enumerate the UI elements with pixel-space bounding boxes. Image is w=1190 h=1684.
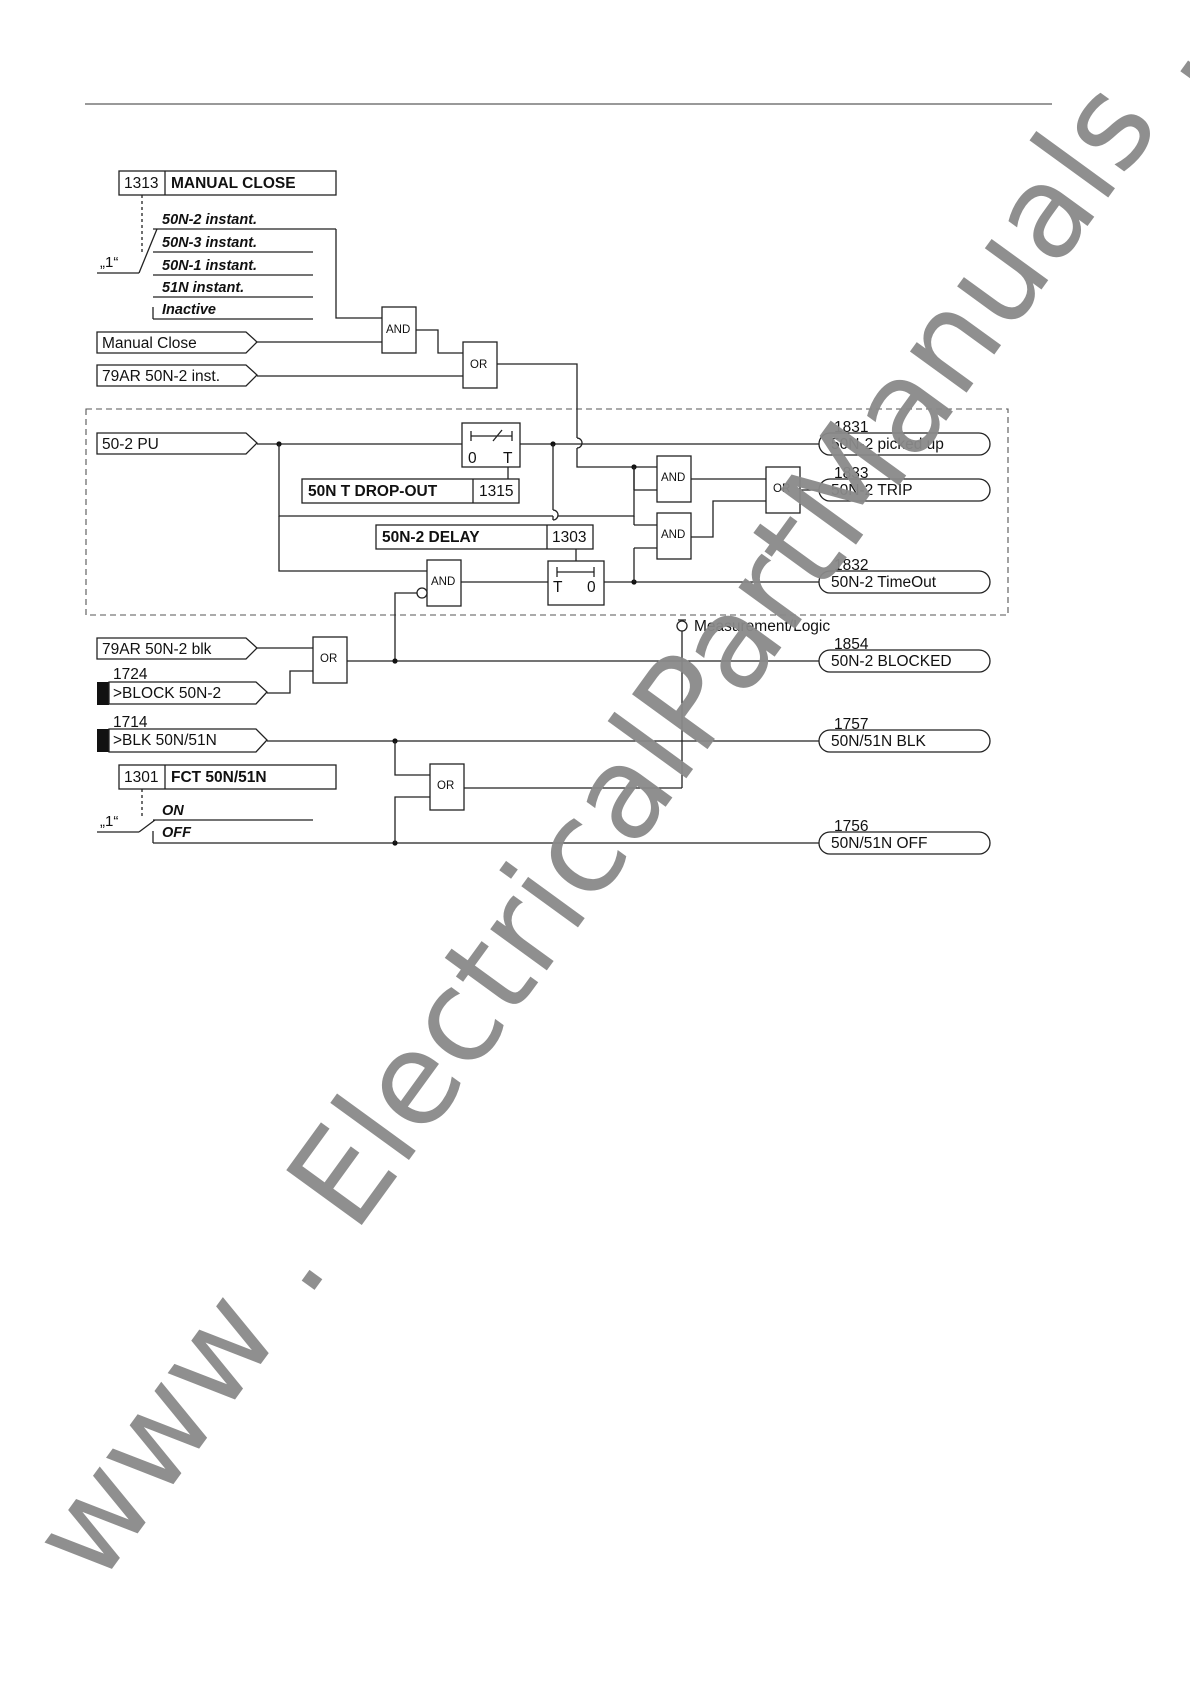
- default-marker-function: „1“: [100, 813, 118, 830]
- setting-delay[interactable]: 50N-2 DELAY 1303: [375, 524, 594, 550]
- timer-dropout-right: T: [503, 450, 513, 467]
- setting-dropout-address: 1315: [479, 483, 513, 500]
- input-manual-close-label: Manual Close: [102, 335, 197, 352]
- setting-manual-close-title: MANUAL CLOSE: [171, 175, 296, 192]
- setting-function-title: FCT 50N/51N: [171, 769, 267, 786]
- input-50-2-pu-label: 50-2 PU: [102, 436, 159, 453]
- gate-or-block-label: OR: [320, 653, 337, 665]
- input-manual-close[interactable]: Manual Close: [96, 331, 258, 354]
- input-79ar-inst[interactable]: 79AR 50N-2 inst.: [96, 364, 258, 387]
- timer-delay-left: T: [553, 579, 563, 596]
- logic-region: [85, 408, 1009, 616]
- setting-function[interactable]: 1301 FCT 50N/51N: [118, 764, 337, 790]
- gate-and-delay-label: AND: [431, 576, 455, 588]
- gate-or-manual-close-label: OR: [470, 359, 487, 371]
- option-50n1-instant: 50N-1 instant.: [162, 258, 257, 274]
- setting-function-address: 1301: [124, 769, 158, 786]
- output-blk: 1757 50N/51N BLK: [818, 716, 991, 753]
- output-blk-label: 50N/51N BLK: [831, 733, 926, 750]
- setting-dropout-title: 50N T DROP-OUT: [308, 483, 438, 500]
- output-timeout-number: 1832: [834, 557, 868, 574]
- gate-and-trip-upper: [656, 455, 692, 503]
- input-79ar-blk-label: 79AR 50N-2 blk: [102, 641, 212, 658]
- option-off: OFF: [162, 825, 192, 841]
- gate-or-trip-label: OR: [773, 483, 790, 495]
- gate-and-trip-lower: [656, 512, 692, 560]
- measurement-logic-label: Measurement/Logic: [694, 618, 830, 635]
- option-inactive: Inactive: [162, 302, 216, 318]
- input-block-number: 1724: [113, 666, 148, 683]
- output-blk-number: 1757: [834, 716, 868, 733]
- output-blocked-label: 50N-2 BLOCKED: [831, 653, 952, 670]
- output-timeout-label: 50N-2 TimeOut: [831, 574, 937, 591]
- option-50n2-instant: 50N-2 instant.: [162, 212, 257, 228]
- input-blk-all[interactable]: 1714 >BLK 50N/51N: [97, 714, 268, 753]
- option-51n-instant: 51N instant.: [162, 280, 244, 296]
- gate-or-manual-close: [462, 341, 498, 389]
- input-block-label: >BLOCK 50N-2: [113, 685, 221, 702]
- output-trip: 1833 50N-2 TRIP: [818, 465, 991, 502]
- gate-or-blk-off: [429, 763, 465, 811]
- gate-and-trip-upper-label: AND: [661, 472, 685, 484]
- gate-and-delay: [426, 559, 462, 607]
- setting-delay-title: 50N-2 DELAY: [382, 529, 480, 546]
- input-block[interactable]: 1724 >BLOCK 50N-2: [97, 666, 268, 705]
- timer-delay: T 0: [547, 560, 605, 606]
- input-79ar-blk[interactable]: 79AR 50N-2 blk: [96, 637, 258, 660]
- output-picked-up-label: 50N-2 picked up: [831, 436, 944, 453]
- output-trip-label: 50N-2 TRIP: [831, 482, 913, 499]
- timer-delay-right: 0: [587, 579, 596, 596]
- input-50-2-pu[interactable]: 50-2 PU: [96, 432, 258, 455]
- output-blocked-number: 1854: [834, 636, 869, 653]
- option-on: ON: [162, 803, 184, 819]
- output-blocked: 1854 50N-2 BLOCKED: [818, 636, 991, 673]
- gate-or-block: [312, 636, 348, 684]
- output-picked-up: 1831 50N-2 picked up: [818, 419, 991, 456]
- setting-delay-address: 1303: [552, 529, 586, 546]
- output-off-label: 50N/51N OFF: [831, 835, 927, 852]
- gate-and-manual-close-label: AND: [386, 324, 410, 336]
- gate-and-trip-lower-label: AND: [661, 529, 685, 541]
- output-trip-number: 1833: [834, 465, 868, 482]
- setting-dropout[interactable]: 50N T DROP-OUT 1315: [301, 478, 520, 504]
- setting-manual-close-address: 1313: [124, 175, 158, 192]
- default-marker-manual-close: „1“: [100, 254, 118, 271]
- output-off-number: 1756: [834, 818, 868, 835]
- output-timeout: 1832 50N-2 TimeOut: [818, 557, 991, 594]
- measurement-logic-marker: Measurement/Logic: [676, 618, 830, 635]
- timer-dropout-left: 0: [468, 450, 477, 467]
- input-blk-all-number: 1714: [113, 714, 148, 731]
- output-picked-up-number: 1831: [834, 419, 868, 436]
- input-79ar-inst-label: 79AR 50N-2 inst.: [102, 368, 220, 385]
- gate-or-blk-off-label: OR: [437, 780, 454, 792]
- input-blk-all-label: >BLK 50N/51N: [113, 732, 217, 749]
- option-50n3-instant: 50N-3 instant.: [162, 235, 257, 251]
- timer-dropout: 0 T: [461, 422, 521, 468]
- setting-manual-close[interactable]: 1313 MANUAL CLOSE: [118, 170, 337, 196]
- output-off: 1756 50N/51N OFF: [818, 818, 991, 855]
